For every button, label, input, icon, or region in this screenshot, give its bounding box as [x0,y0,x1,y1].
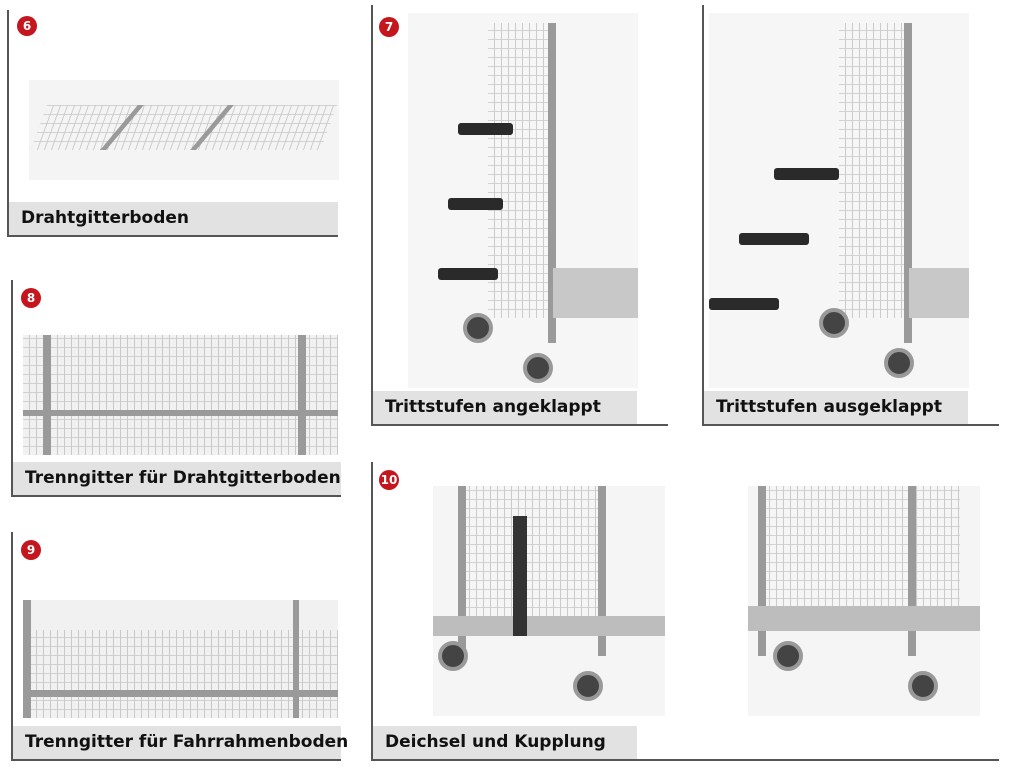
caption: Trittstufen angeklappt [373,391,637,424]
steps-unfolded-image [709,13,969,388]
caption: Drahtgitterboden [9,202,338,235]
caption: Trenngitter für Drahtgitterboden [13,462,341,495]
number-badge: 10 [379,470,399,490]
number-badge: 7 [379,17,399,37]
caption: Trittstufen ausgeklappt [704,391,968,424]
coupling-image [748,486,980,716]
number-badge: 8 [21,288,41,308]
wire-shelf-image [29,80,339,180]
panel-divider-wire-shelf: 8 Trenngitter für Drahtgitterboden [11,280,341,497]
panel-wire-shelf: 6 Drahtgitterboden [7,10,339,237]
number-badge: 9 [21,540,41,560]
panel-divider-frame-base: 9 Trenngitter für Fahrrahmenboden [11,532,348,761]
panel-steps-unfolded: Trittstufen ausgeklappt [702,5,999,426]
caption: Deichsel und Kupplung [373,726,637,759]
panel-steps-folded: 7 Trittstufen angeklappt [371,5,668,426]
divider-wire-shelf-image [23,335,338,455]
drawbar-image [433,486,665,716]
steps-folded-image [408,13,638,388]
caption: Trenngitter für Fahrrahmenboden [13,726,348,759]
divider-frame-base-image [23,600,338,718]
number-badge: 6 [17,16,37,36]
panel-drawbar-coupling: 10 Deichsel und Kupplung [371,462,999,761]
